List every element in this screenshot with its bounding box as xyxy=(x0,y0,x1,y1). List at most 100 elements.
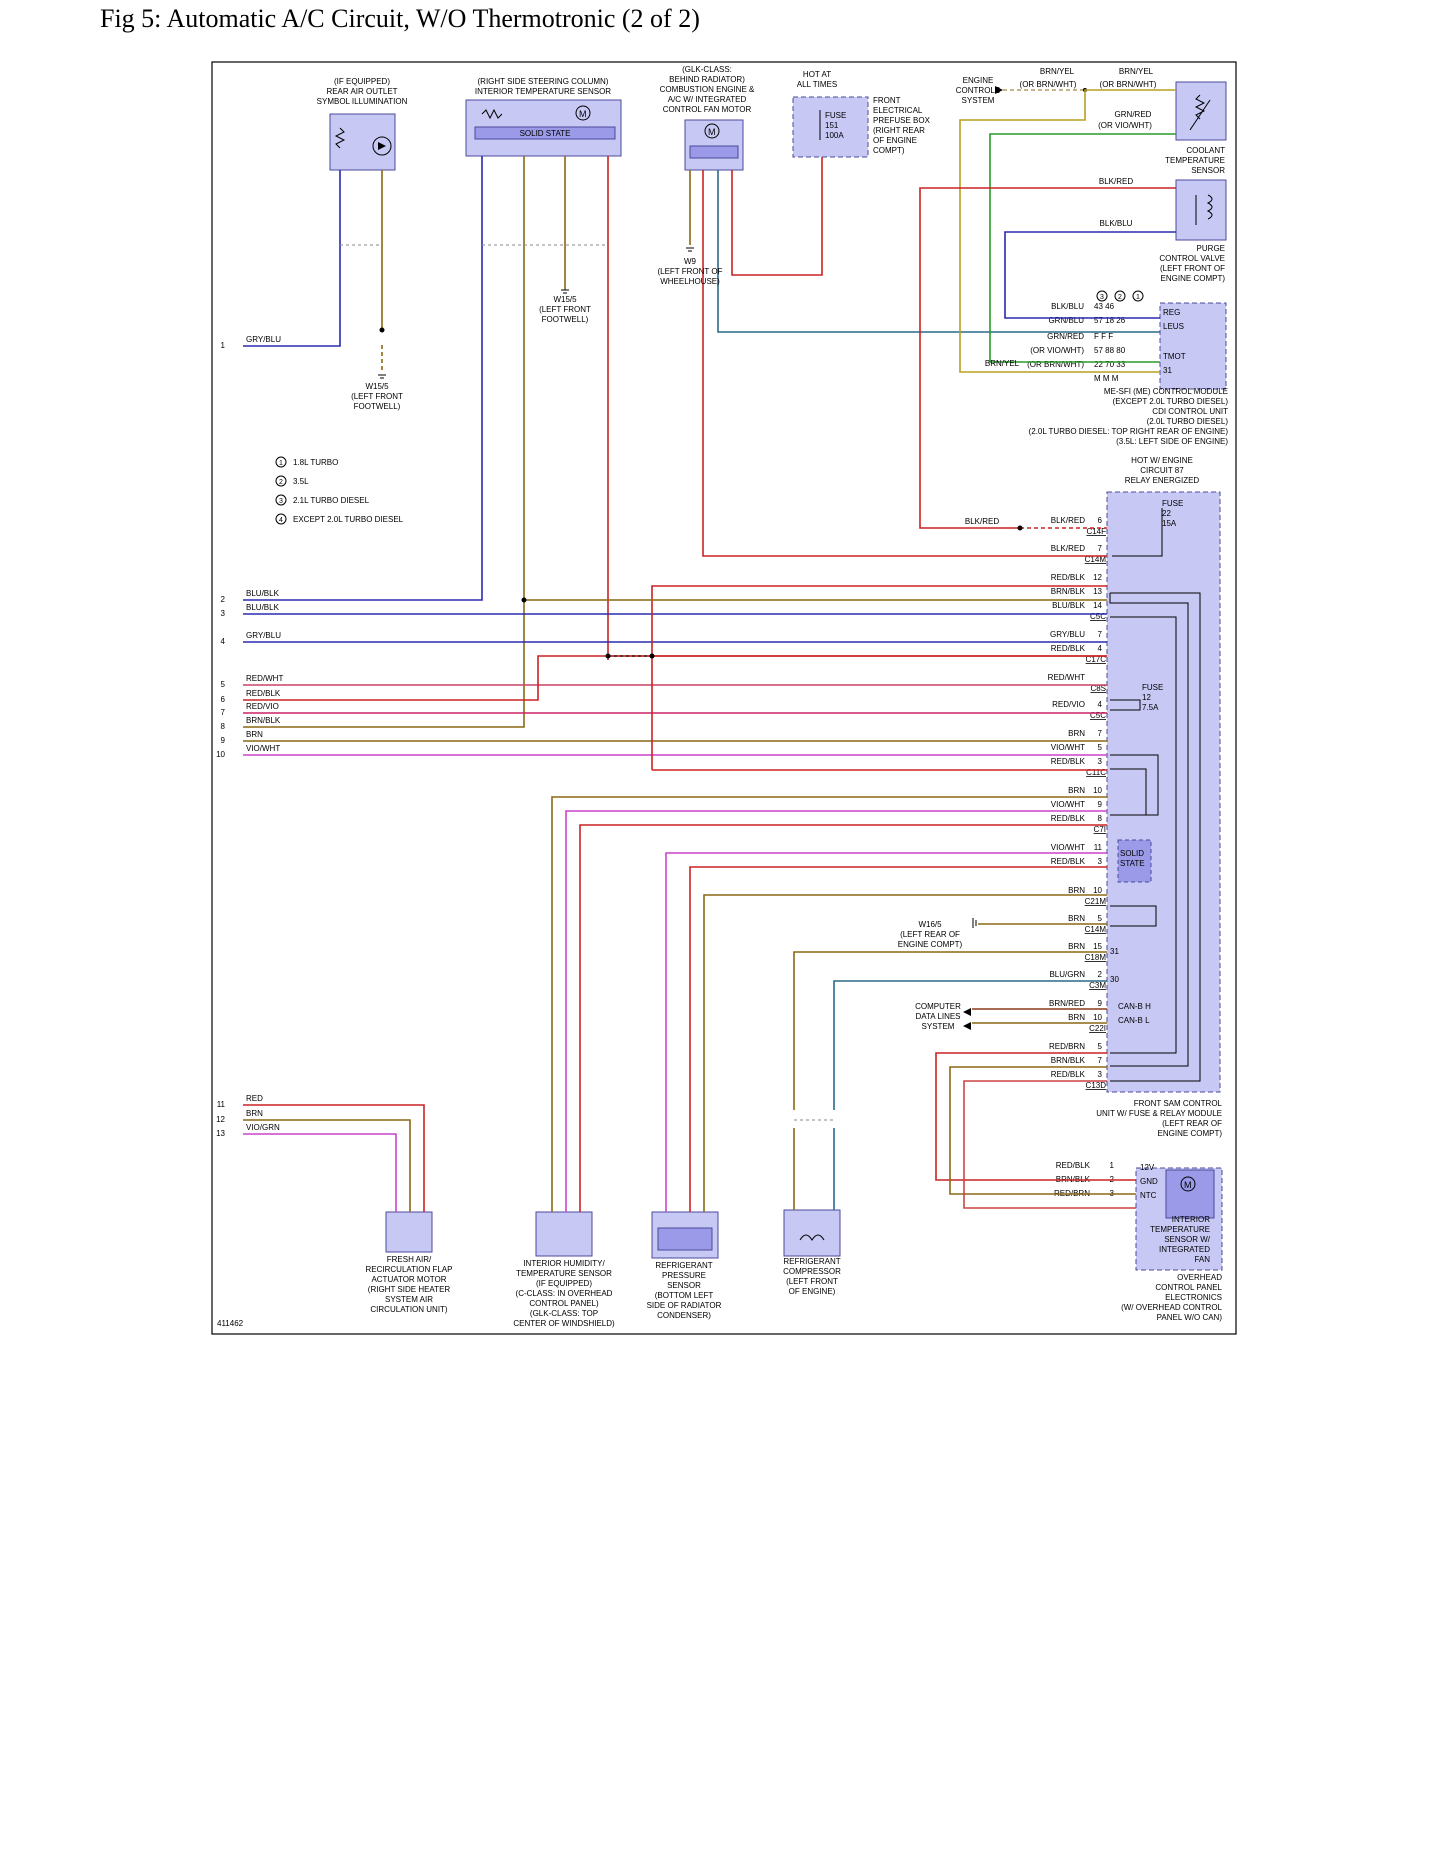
left-wire-label: BRN/BLK xyxy=(246,716,281,725)
overhead-pin-number: 1 xyxy=(1110,1161,1115,1170)
sam-pin-wire-label: BLU/GRN xyxy=(1049,970,1085,979)
sam-pin-number: 12 xyxy=(1093,573,1102,582)
wire-press-vio-wht xyxy=(665,852,1107,1212)
wire-fan-red xyxy=(731,157,823,276)
legend-item: EXCEPT 2.0L TURBO DIESEL xyxy=(293,515,404,524)
sam-pin-wire-label: RED/BLK xyxy=(1051,757,1086,766)
sam-pin-wire-label: BRN xyxy=(1068,914,1085,923)
sam-pin-wire-label: RED/VIO xyxy=(1052,700,1085,709)
me-pin-name: 31 xyxy=(1163,366,1172,375)
sam-pin-wire-label: BRN xyxy=(1068,786,1085,795)
wire-fan-grn-blu xyxy=(717,170,1160,333)
legend-item: 2.1L TURBO DIESEL xyxy=(293,496,370,505)
legend-number: 4 xyxy=(279,517,283,524)
wire-coolant-grn-red xyxy=(989,133,1176,363)
svg-text:BRN/YEL: BRN/YEL xyxy=(1119,67,1154,76)
legend-marker xyxy=(275,513,287,525)
svg-text:GRN/RED: GRN/RED xyxy=(1115,110,1152,119)
wire-purge-blk-blu xyxy=(1004,231,1176,319)
wire-12-brn xyxy=(243,1119,411,1212)
left-wire-label: BLU/BLK xyxy=(246,589,280,598)
left-wire-number: 3 xyxy=(221,609,226,618)
overhead-wire-label: RED/BLK xyxy=(1056,1161,1091,1170)
sam-pin-number: 5 xyxy=(1098,914,1103,923)
me-pin-wire-label: GRN/RED xyxy=(1047,332,1084,341)
sam-pin-number: 5 xyxy=(1098,743,1103,752)
me-pin-name: LEUS xyxy=(1163,322,1184,331)
me-pin-name: TMOT xyxy=(1163,352,1186,361)
left-wire-number: 11 xyxy=(217,1100,226,1109)
sam-pin-number: 7 xyxy=(1098,544,1103,553)
sam-connector-label: C14M xyxy=(1085,555,1107,564)
sam-pin-wire-label: RED/BRN xyxy=(1049,1042,1085,1051)
left-wire-label: VIO/WHT xyxy=(246,744,280,753)
sam-pin-number: 9 xyxy=(1098,999,1103,1008)
sam-pin-wire-label: BRN/BLK xyxy=(1051,587,1086,596)
wire-hum-red-blk xyxy=(579,824,1107,1212)
wire-bus-red-blk xyxy=(651,585,1107,770)
humidity-sensor-label: INTERIOR HUMIDITY/TEMPERATURE SENSOR(IF … xyxy=(513,1259,615,1328)
sam-connector-label: C5C xyxy=(1090,612,1106,621)
wire-hum-brn xyxy=(551,796,1107,1212)
wire-paths xyxy=(243,89,1176,1212)
sam-pin-number: 7 xyxy=(1098,630,1103,639)
me-head-number: 3 xyxy=(1100,294,1104,301)
sam-pin-wire-label: BRN xyxy=(1068,1013,1085,1022)
sam-pin-number: 14 xyxy=(1093,601,1102,610)
left-wire-label: VIO/GRN xyxy=(246,1123,280,1132)
svg-text:BLK/BLU: BLK/BLU xyxy=(1100,219,1133,228)
sam-pin-number: 2 xyxy=(1098,970,1103,979)
legend-number: 2 xyxy=(279,479,283,486)
sam-connector-label: C13D xyxy=(1086,1081,1107,1090)
can-b-l-label: CAN-B L xyxy=(1118,1016,1150,1025)
sam-pin-number: 8 xyxy=(1098,814,1103,823)
sam-pin-number: 13 xyxy=(1093,587,1102,596)
sam-pin-wire-label: RED/BLK xyxy=(1051,573,1086,582)
me-pin-numbers: M M M xyxy=(1094,374,1119,383)
me-pin-wire-label: BLK/BLU xyxy=(1051,302,1084,311)
left-wire-number: 5 xyxy=(221,680,226,689)
sam-internal-lines xyxy=(1109,508,1201,1082)
svg-text:BRN/YEL: BRN/YEL xyxy=(985,359,1020,368)
left-wire-number: 12 xyxy=(216,1115,225,1124)
svg-text:M: M xyxy=(579,109,587,119)
sam-pin-number: 4 xyxy=(1098,644,1103,653)
sam-connector-label: C18M xyxy=(1085,953,1107,962)
sam-pin-wire-label: RED/BLK xyxy=(1051,644,1086,653)
svg-text:BLK/RED: BLK/RED xyxy=(965,517,999,526)
sam-pin-wire-label: BRN xyxy=(1068,729,1085,738)
sam-connector-label: C14M xyxy=(1085,925,1107,934)
wire-13-vio-grn xyxy=(243,1133,397,1212)
sam-pin-wire-label: VIO/WHT xyxy=(1051,843,1085,852)
ground-symbols xyxy=(378,247,694,379)
sam-connector-label: C21M xyxy=(1085,897,1107,906)
sam-pin-number: 10 xyxy=(1093,886,1102,895)
svg-text:M: M xyxy=(708,127,716,137)
wire-fan-blk-red xyxy=(702,170,1107,557)
me-pin-numbers: 22 70 33 xyxy=(1094,360,1126,369)
sam-pin-wire-label: BLU/BLK xyxy=(1052,601,1086,610)
sam-connector-label: C17C xyxy=(1086,655,1107,664)
sam-pin-wire-label: GRY/BLU xyxy=(1050,630,1085,639)
sam-pin-number: 3 xyxy=(1098,1070,1103,1079)
me-sfi-control-module: ME-SFI (ME) CONTROL MODULE(EXCEPT 2.0L T… xyxy=(1027,290,1228,446)
svg-text:BLK/RED: BLK/RED xyxy=(1099,177,1133,186)
